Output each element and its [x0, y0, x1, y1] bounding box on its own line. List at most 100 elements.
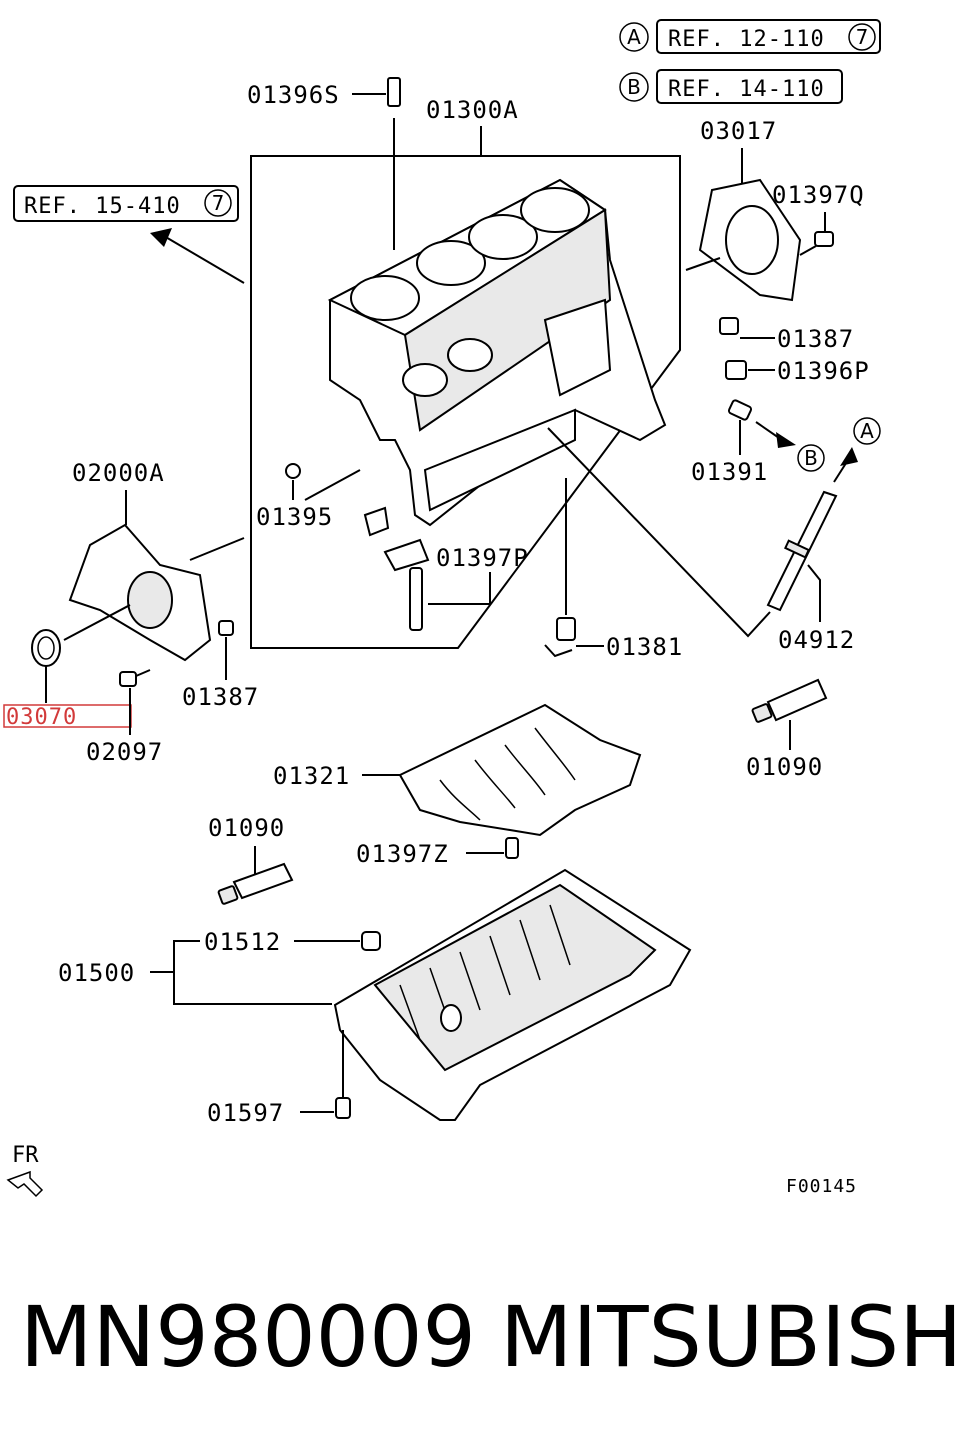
baffle-ribs-icon [439, 727, 576, 821]
ref-a-number-circle [848, 23, 876, 51]
part-01396P-group: 01396P [725, 357, 870, 385]
leader-02000A-to-block [189, 537, 245, 561]
bearing-cap-lower-icon [383, 538, 430, 572]
ref-b-box [656, 69, 843, 104]
label-03070-highlighted[interactable]: 03070 [6, 705, 77, 730]
label-01597: 01597 [207, 1099, 284, 1127]
ref-b-circle [619, 72, 649, 102]
bolt-01397Q-icon [814, 231, 834, 247]
ref-b-text: REF. 14-110 [668, 77, 825, 102]
bolt-01397Q-shank [799, 245, 817, 256]
footer-part-number: MN980009 [20, 1288, 476, 1386]
label-01381: 01381 [606, 633, 683, 661]
ref-a-circle [619, 22, 649, 52]
footer-brand: MITSUBISHI [500, 1288, 960, 1386]
part-01500-group: 01512 01500 [58, 868, 692, 1121]
sealant-tube-right-icon [766, 678, 828, 722]
dowel-01387b-icon [218, 620, 234, 636]
label-01321: 01321 [273, 762, 350, 790]
leader-03017-to-block [685, 257, 721, 271]
label-01500: 01500 [58, 959, 135, 987]
cylinder-bore-2 [416, 240, 486, 286]
part-01090a-group: 01090 [208, 814, 294, 905]
oil-pan-drain-boss-icon [440, 1004, 462, 1032]
ref-a-letter: A [627, 25, 641, 49]
plug-01396P-icon [725, 360, 747, 380]
marker-b: B [804, 446, 818, 470]
oil-jet-01381-icon [556, 617, 576, 641]
cylinder-bore-3 [468, 214, 538, 260]
oil-jet-nozzle-icon [544, 644, 573, 658]
label-01387b: 01387 [182, 683, 259, 711]
front-orientation-label: FR [12, 1143, 39, 1168]
label-01395: 01395 [256, 503, 333, 531]
leader-04912 [807, 564, 821, 622]
leader-04912-to-block [547, 427, 771, 638]
part-01396S-group: 01396S [247, 77, 401, 250]
leader-01397P [428, 572, 491, 605]
label-01090b: 01090 [746, 753, 823, 781]
arrow-to-a-icon [840, 447, 858, 466]
label-01387a: 01387 [777, 325, 854, 353]
rear-oil-seal-ring-icon [725, 205, 779, 275]
marker-b-circle [797, 444, 825, 472]
bolt-01397Z-icon [505, 837, 519, 859]
dowel-pin-01396S-icon [387, 77, 401, 107]
ref-15-410-number-circle [204, 189, 232, 217]
part-01597-group: 01597 [207, 1030, 351, 1127]
bearing-cap-upper-icon [363, 506, 390, 537]
label-02000A: 02000A [72, 459, 165, 487]
ref-b-group: B REF. 14-110 [619, 69, 843, 104]
part-01391-group: 01391 B [691, 399, 825, 486]
part-03070-group[interactable]: 03070 [3, 629, 132, 730]
block-assembly-frame [250, 155, 681, 649]
cylinder-block-skirt [423, 408, 576, 512]
drain-plug-01512-icon [361, 931, 381, 951]
leader-01391-to-b [755, 421, 783, 441]
front-oil-seal-icon [31, 629, 61, 667]
cylinder-block-boss-2 [447, 338, 493, 372]
ref-15-410-leader [163, 235, 245, 284]
part-01090b-group: 01090 [746, 678, 828, 781]
cap-bolt-01397P-icon [409, 567, 423, 631]
part-02000A-group: 02000A [63, 459, 245, 662]
part-01395-group: 01395 [256, 463, 361, 531]
ref-15-410-number: 7 [212, 191, 225, 215]
cylinder-bore-4 [520, 187, 590, 233]
cylinder-block-boss-1 [402, 363, 448, 397]
cylinder-block-filter-mount [543, 298, 612, 397]
part-01397P-group: 01397P [363, 506, 529, 631]
plug-01391-icon [727, 399, 753, 421]
ref-a-group: A REF. 12-110 7 [619, 19, 881, 54]
label-03017: 03017 [700, 117, 777, 145]
sealant-tube-left-icon [232, 862, 294, 900]
label-01396S: 01396S [247, 81, 340, 109]
front-orientation-group: FR [6, 1143, 44, 1198]
label-01397Q: 01397Q [772, 181, 865, 209]
figure-code: F00145 [786, 1176, 857, 1197]
baffle-plate-icon [398, 703, 642, 837]
oil-pan-ribs-icon [399, 904, 571, 1041]
label-04912: 04912 [778, 626, 855, 654]
bolt-02097-icon [119, 671, 137, 687]
part-01387b-group: 01387 [182, 620, 259, 711]
label-01397P: 01397P [436, 544, 529, 572]
ref-a-number: 7 [856, 25, 869, 49]
leader-to-a [833, 459, 849, 483]
part-01381-group: 01381 [544, 478, 683, 661]
leader-03070-to-case [63, 604, 131, 641]
ref-a-text: REF. 12-110 [668, 27, 825, 52]
sealant-cap-right-icon [751, 703, 773, 723]
label-02097: 02097 [86, 738, 163, 766]
cylinder-block-drawing [327, 178, 667, 527]
ref-15-410-group: REF. 15-410 7 [13, 185, 245, 284]
label-01396P: 01396P [777, 357, 870, 385]
label-01397Z: 01397Z [356, 840, 449, 868]
ref-a-box [656, 19, 881, 54]
label-01512: 01512 [204, 928, 281, 956]
part-03017-group: 03017 01397Q [685, 117, 865, 302]
bolt-02097-shank [135, 669, 151, 677]
bolt-01597-icon [335, 1097, 351, 1119]
